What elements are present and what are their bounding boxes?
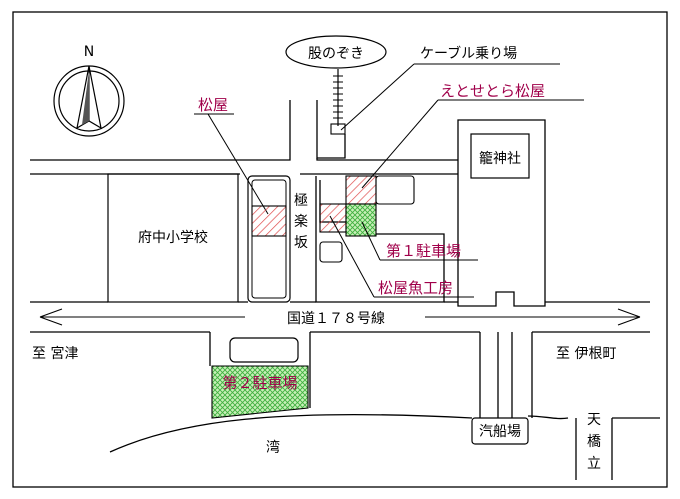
amanohashidate-road [575,417,660,480]
kagojinja-box [470,133,530,179]
north-road-east-edge [445,159,458,175]
bay-label: 湾 [266,439,280,456]
fish-factory-label: 松屋魚工房 [378,279,453,297]
matsuya-outer-block [247,175,291,303]
route-arrow-west [39,308,245,326]
matsuya-label: 松屋 [198,96,228,114]
cable-car-leader [340,63,415,131]
ferry-label: 汽船場 [479,424,521,440]
south-building [229,337,299,363]
map-frame [12,11,668,488]
etosetora-label: えとせとら松屋 [440,82,545,100]
route-arrow-east [425,308,641,326]
kagojinja-label: 籠神社 [479,151,521,167]
matsuya-shop-hatch [251,205,287,237]
lookout-label: 股のぞき [308,46,364,62]
school-block [107,173,239,303]
school-label: 府中小学校 [138,229,208,246]
to-miyazu-label: 至 宮津 [32,346,78,362]
coastline-east [527,415,569,420]
fish-factory-leader [329,215,375,298]
gokuraku-label-2: 楽 [294,214,308,230]
cable-car-label: ケーブル乗り場 [420,45,517,62]
small-shop-box [375,175,415,205]
lookout-oval [285,35,387,69]
parking2-hatch [211,365,309,419]
small-building [319,241,343,263]
kagojinja-grounds [457,119,546,307]
parking2-road [209,332,311,408]
parking1-leader [361,221,381,261]
amano-label-1: 天 [587,412,601,428]
parking2-label: 第２駐車場 [222,374,297,392]
gokuraku-label-1: 極 [294,193,308,209]
etosetora-hatch [345,175,377,205]
route-label: 国道１７８号線 [287,311,385,327]
north-road-west-edge [30,159,92,175]
parking1-label: 第１駐車場 [386,242,461,260]
ferry-building [471,417,529,445]
cable-car-station [330,123,346,135]
cable-car-track [333,69,343,126]
cable-car-station-wall [316,124,346,159]
ferry-road [479,332,499,418]
ferry-road-east [511,332,533,418]
amano-label-3: 立 [587,456,601,472]
matsuya-inner-block [251,179,287,299]
north-road [92,100,445,175]
to-ine-label: 至 伊根町 [556,346,616,362]
etosetora-leader [361,99,439,189]
coastline [109,413,473,453]
gokuraku-label-3: 坂 [294,235,308,251]
compass-needle-shade [82,70,89,125]
amano-label-2: 橋 [587,434,601,450]
parking1-hatch [345,203,377,237]
compass-north-label: N [84,44,94,60]
fish-factory-hatch [319,203,347,233]
matsuya-leader [207,113,269,215]
compass: N [53,44,125,137]
